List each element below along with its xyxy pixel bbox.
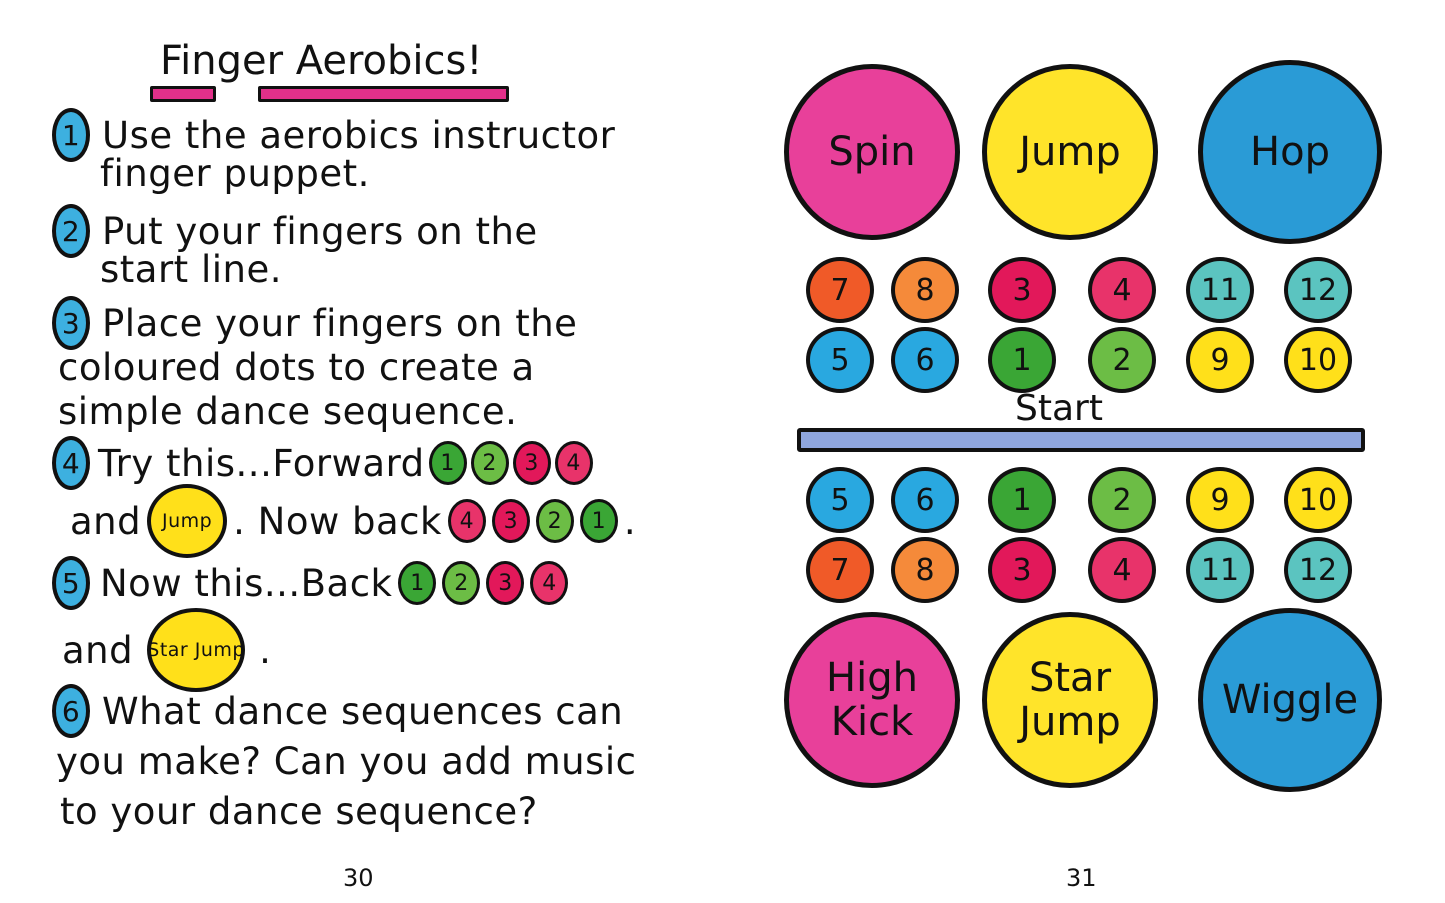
step-text: Try this...Forward: [98, 441, 425, 485]
step-text: start line.: [100, 248, 282, 291]
step-text: coloured dots to create a: [58, 346, 535, 389]
dot-6: 6: [891, 327, 959, 393]
dot-10: 10: [1284, 467, 1352, 533]
dot-2: 2: [535, 499, 574, 543]
step-6: 6 What dance sequences can: [52, 684, 623, 738]
step-6-cont: to your dance sequence?: [60, 790, 538, 833]
dot-3: 3: [988, 537, 1056, 603]
step-text: What dance sequences can: [102, 689, 624, 733]
dot-2: 2: [1088, 467, 1156, 533]
move-circle-high-kick: High Kick: [784, 612, 960, 788]
step-3-cont: simple dance sequence.: [58, 390, 517, 433]
title-underline: [150, 86, 216, 102]
step-text: Put your fingers on the: [102, 209, 538, 253]
dot-8: 8: [891, 537, 959, 603]
dot-2: 2: [442, 561, 481, 605]
step-5-cont: and Star Jump .: [62, 608, 271, 692]
dot-4: 4: [1088, 257, 1156, 323]
step-text: Place your fingers on the: [102, 301, 578, 345]
step-text: .: [623, 499, 637, 543]
title-underline: [258, 86, 509, 102]
step-text: you make? Can you add music: [56, 740, 637, 783]
dot-6: 6: [891, 467, 959, 533]
dot-4: 4: [554, 441, 593, 485]
start-label: Start: [1015, 388, 1103, 429]
dot-8: 8: [891, 257, 959, 323]
dot-9: 9: [1186, 467, 1254, 533]
move-circle-jump: Jump: [982, 64, 1158, 240]
step-6-cont: you make? Can you add music: [56, 740, 637, 783]
dot-5: 5: [806, 327, 874, 393]
move-circle-wiggle: Wiggle: [1198, 608, 1382, 792]
step-4-cont: and Jump . Now back 4 3 2 1 .: [70, 484, 636, 558]
step-1-cont: finger puppet.: [100, 152, 370, 195]
step-text: .: [259, 628, 272, 672]
dot-3: 3: [512, 441, 551, 485]
dot-12: 12: [1284, 537, 1352, 603]
dot-1: 1: [988, 467, 1056, 533]
step-text: simple dance sequence.: [58, 390, 518, 433]
step-text: . Now back: [233, 499, 442, 543]
step-2: 2 Put your fingers on the: [52, 204, 538, 258]
dot-3: 3: [491, 499, 530, 543]
move-circle-spin: Spin: [784, 64, 960, 240]
star-jump-dot: Star Jump: [147, 608, 246, 692]
dot-4: 4: [530, 561, 569, 605]
step-text: finger puppet.: [100, 152, 370, 195]
step-3-cont: coloured dots to create a: [58, 346, 535, 389]
dot-11: 11: [1186, 257, 1254, 323]
step-text: and: [70, 499, 142, 543]
step-number: 5: [52, 556, 90, 610]
dot-1: 1: [579, 499, 618, 543]
dot-11: 11: [1186, 537, 1254, 603]
step-text: and: [62, 628, 134, 672]
step-2-cont: start line.: [100, 248, 282, 291]
dot-7: 7: [806, 537, 874, 603]
step-5: 5 Now this...Back 1 2 3 4: [52, 556, 569, 610]
start-line: [797, 428, 1365, 452]
dot-7: 7: [806, 257, 874, 323]
dot-12: 12: [1284, 257, 1352, 323]
step-text: to your dance sequence?: [60, 790, 538, 833]
dot-10: 10: [1284, 327, 1352, 393]
step-number: 1: [52, 108, 90, 162]
dot-4: 4: [1088, 537, 1156, 603]
page-title: Finger Aerobics!: [160, 38, 483, 84]
step-number: 4: [52, 436, 90, 490]
dot-3: 3: [988, 257, 1056, 323]
dot-1: 1: [398, 561, 437, 605]
step-number: 3: [52, 296, 90, 350]
dot-1: 1: [428, 441, 467, 485]
step-number: 6: [52, 684, 90, 738]
dot-9: 9: [1186, 327, 1254, 393]
step-4: 4 Try this...Forward 1 2 3 4: [52, 436, 593, 490]
dot-4: 4: [447, 499, 486, 543]
dot-2: 2: [470, 441, 509, 485]
step-number: 2: [52, 204, 90, 258]
move-circle-hop: Hop: [1198, 60, 1382, 244]
dot-3: 3: [486, 561, 525, 605]
dot-1: 1: [988, 327, 1056, 393]
dot-2: 2: [1088, 327, 1156, 393]
move-circle-star-jump: Star Jump: [982, 612, 1158, 788]
step-text: Use the aerobics instructor: [102, 113, 616, 157]
step-1: 1 Use the aerobics instructor: [52, 108, 615, 162]
jump-dot: Jump: [147, 484, 228, 558]
dot-5: 5: [806, 467, 874, 533]
page-number: 30: [343, 864, 374, 892]
step-3: 3 Place your fingers on the: [52, 296, 577, 350]
step-text: Now this...Back: [100, 561, 393, 605]
page-number: 31: [1066, 864, 1097, 892]
